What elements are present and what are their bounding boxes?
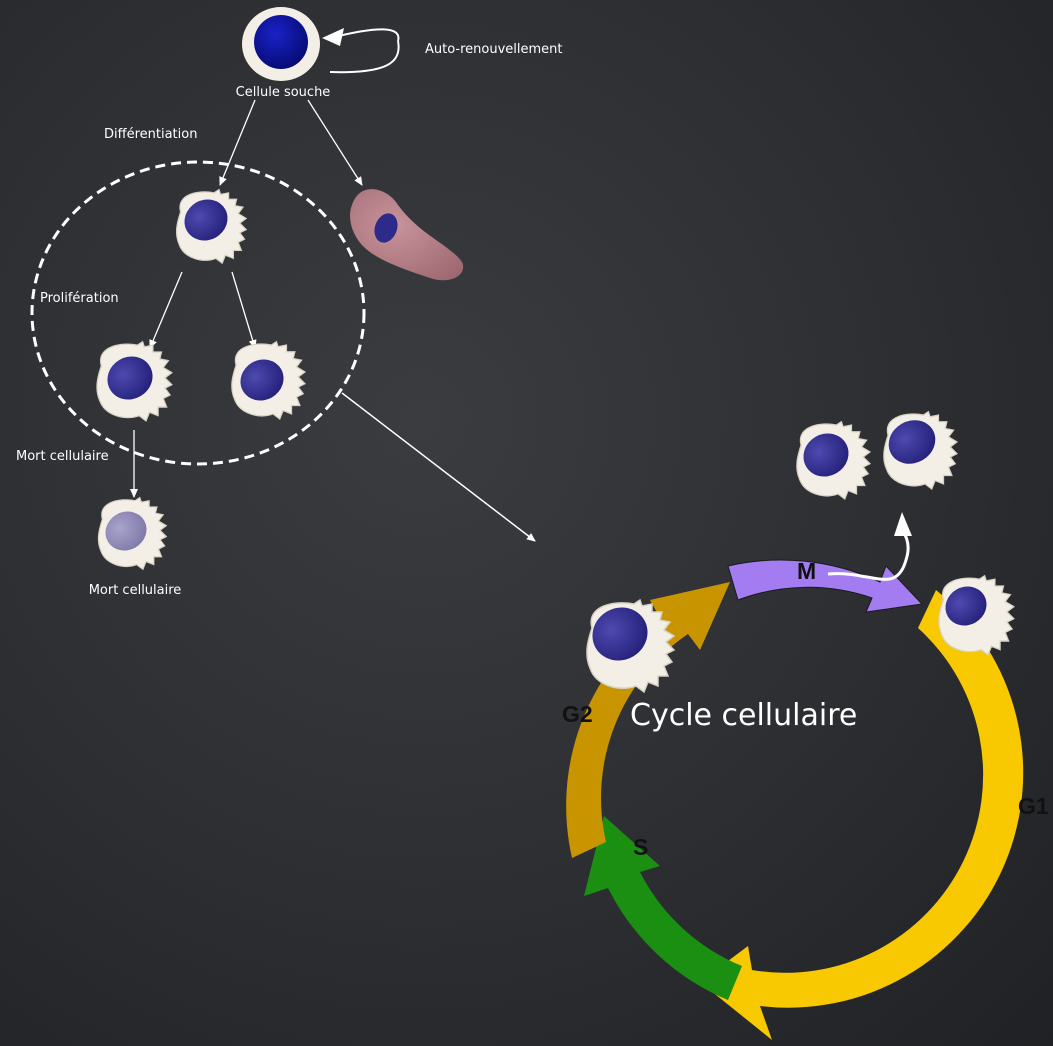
phase-s-label: S — [633, 834, 648, 860]
stem-cell-label: Cellule souche — [236, 85, 331, 100]
arrow-stem-to-progenitor — [219, 99, 256, 186]
cell-cycle-label: Cycle cellulaire — [630, 698, 857, 733]
dead-cell — [97, 496, 168, 571]
self-renewal-arrowhead — [322, 28, 344, 46]
arrow-progenitor-to-left — [149, 271, 183, 349]
differentiation-label: Différentiation — [104, 127, 197, 142]
cycle-daughter-cell-2 — [883, 410, 958, 490]
fibroblast-cell — [350, 189, 464, 281]
cycle-daughter-cell-1 — [796, 420, 871, 500]
phase-g2-label: G2 — [562, 701, 593, 727]
cycle-g1-cell — [938, 574, 1015, 656]
phase-m-label: M — [797, 558, 816, 584]
arrow-stem-to-fibroblast — [307, 99, 363, 186]
mitosis-exit-arrowhead — [894, 512, 912, 536]
phase-m-arrow — [727, 559, 924, 613]
auto-renewal-label: Auto-renouvellement — [425, 42, 563, 57]
cell-death-label-bottom: Mort cellulaire — [89, 583, 182, 598]
stem-cell — [242, 7, 320, 81]
progenitor-cell — [175, 188, 247, 264]
cell-death-label-left: Mort cellulaire — [16, 449, 109, 464]
mitosis-exit-arrow — [827, 529, 910, 581]
daughter-cell-left — [96, 341, 173, 422]
arrow-progenitor-to-right — [231, 271, 257, 349]
proliferation-label: Prolifération — [40, 291, 119, 306]
arrow-to-cell-cycle — [341, 392, 536, 542]
proliferation-zone — [30, 160, 366, 466]
phase-g1-label: G1 — [1018, 793, 1049, 819]
phase-s-arrow — [584, 718, 745, 1000]
phase-g1-arrow — [700, 590, 1024, 1040]
cycle-g2-cell — [586, 599, 675, 693]
daughter-cell-right — [231, 340, 306, 420]
self-renewal-arrow — [329, 28, 400, 74]
